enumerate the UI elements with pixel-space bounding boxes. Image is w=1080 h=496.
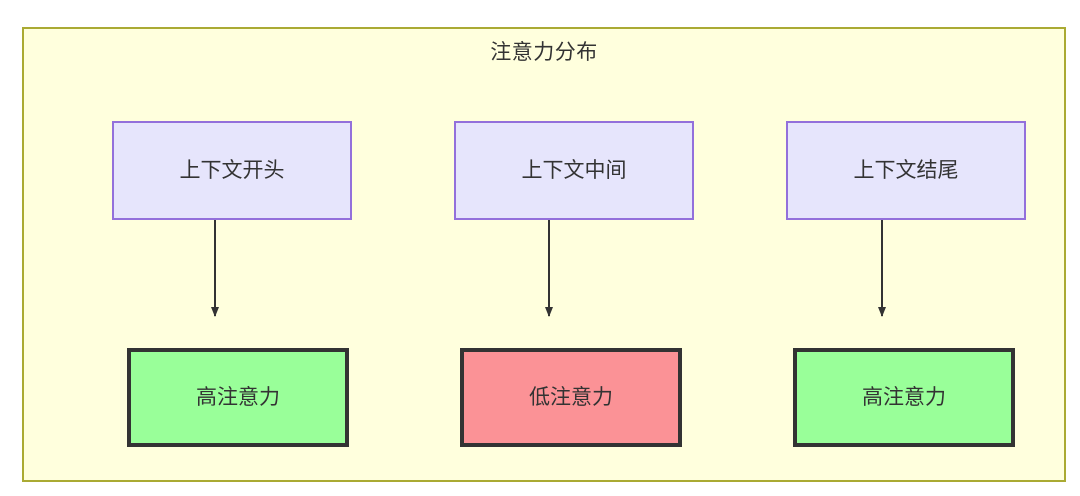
node-attention-middle-label: 低注意力	[529, 386, 613, 409]
node-context-end[interactable]: 上下文结尾	[786, 121, 1026, 220]
node-context-start-label: 上下文开头	[179, 159, 285, 182]
node-context-end-label: 上下文结尾	[853, 159, 959, 182]
node-attention-end-label: 高注意力	[862, 386, 946, 409]
node-context-middle-label: 上下文中间	[521, 159, 627, 182]
node-context-middle[interactable]: 上下文中间	[454, 121, 694, 220]
subgraph-title: 注意力分布	[490, 41, 598, 64]
node-attention-start[interactable]: 高注意力	[127, 348, 349, 447]
subgraph-container: 注意力分布 上下文开头 上下文中间 上下文结尾 高注意力 低注意力	[22, 27, 1066, 482]
node-attention-end[interactable]: 高注意力	[793, 348, 1015, 447]
node-attention-middle[interactable]: 低注意力	[460, 348, 682, 447]
node-attention-start-label: 高注意力	[196, 386, 280, 409]
node-context-start[interactable]: 上下文开头	[112, 121, 352, 220]
